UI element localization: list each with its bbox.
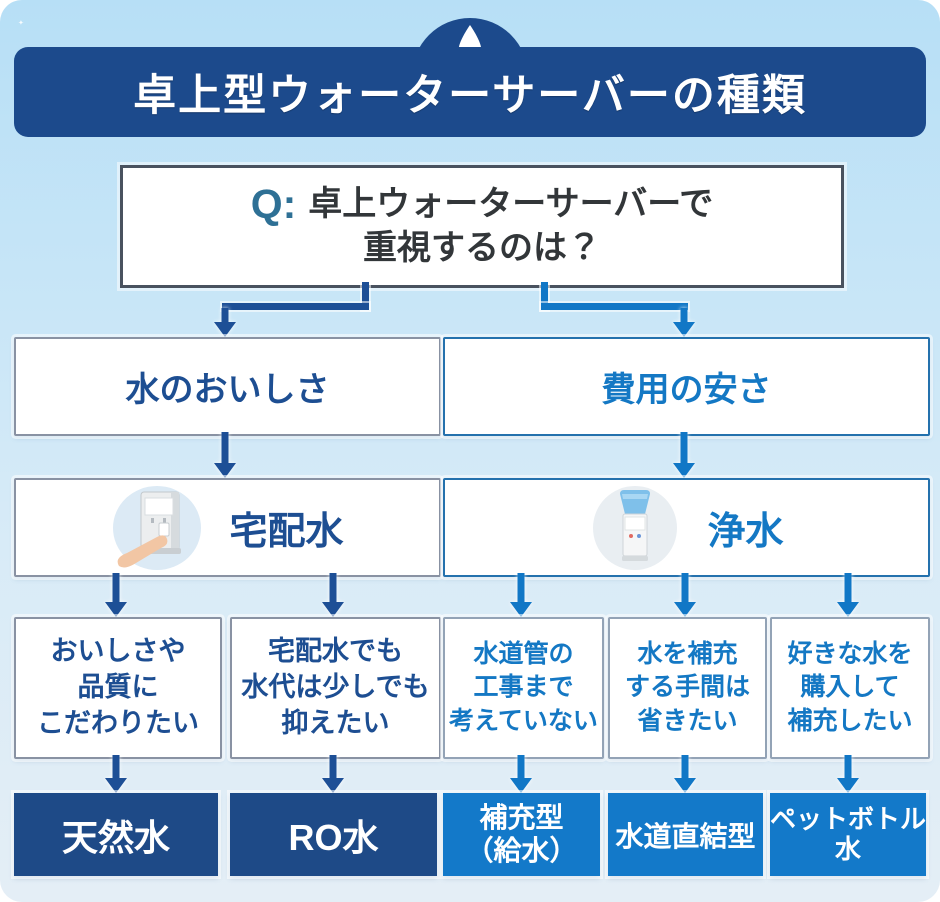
question-box: Q: 卓上ウォーターサーバーで 重視するのは？ bbox=[120, 165, 844, 288]
connector-taste-stub bbox=[362, 282, 369, 310]
arrow-cost-to-purified bbox=[673, 432, 695, 478]
arrow-to-reason-quality bbox=[105, 573, 127, 617]
connector-cost-stub bbox=[541, 282, 548, 310]
result-natural-water: 天然水 bbox=[14, 793, 218, 876]
sparkle-decoration: ✦ bbox=[18, 20, 24, 27]
arrow-to-reason-no-plumbing bbox=[510, 573, 532, 617]
arrow-to-ro-water bbox=[322, 755, 344, 793]
connector-cost-elbow bbox=[541, 303, 688, 310]
arrow-to-refill-type bbox=[510, 755, 532, 793]
question-line2: 重視するのは？ bbox=[363, 228, 601, 267]
arrow-to-direct-connection bbox=[674, 755, 696, 793]
result-ro-water: RO水 bbox=[230, 793, 437, 876]
arrow-to-natural-water bbox=[105, 755, 127, 793]
arrow-to-pet-bottle bbox=[837, 755, 859, 793]
node-delivered-water: 宅配水 bbox=[14, 478, 441, 577]
reason-cheaper-box: 宅配水でも 水代は少しでも 抑えたい bbox=[230, 617, 441, 759]
arrow-to-reason-cheaper bbox=[322, 573, 344, 617]
node-purified-water: 浄水 bbox=[443, 478, 930, 577]
connector-taste-elbow bbox=[222, 303, 369, 310]
result-refill-type: 補充型 （給水） bbox=[443, 793, 600, 876]
reason-no-refill-box: 水を補充 する手間は 省きたい bbox=[608, 617, 767, 759]
question-q-label: Q: bbox=[250, 181, 297, 228]
reason-favorite-box: 好きな水を 購入して 補充したい bbox=[770, 617, 930, 759]
arrow-to-taste bbox=[214, 308, 236, 337]
node-water-taste: 水のおいしさ bbox=[14, 337, 441, 436]
reason-quality-box: おいしさや 品質に こだわりたい bbox=[14, 617, 222, 759]
reason-no-plumbing-box: 水道管の 工事まで 考えていない bbox=[443, 617, 604, 759]
result-direct-connection: 水道直結型 bbox=[608, 793, 763, 876]
page-title: 卓上型ウォーターサーバーの種類 bbox=[133, 71, 807, 121]
result-pet-bottle: ペットボトル 水 bbox=[770, 793, 926, 876]
arrow-to-reason-favorite bbox=[837, 573, 859, 617]
arrow-to-cost bbox=[673, 308, 695, 337]
question-line1: Q: 卓上ウォーターサーバーで bbox=[250, 181, 714, 228]
node-low-cost: 費用の安さ bbox=[443, 337, 930, 436]
bottle-top-purifier-icon bbox=[593, 485, 678, 570]
arrow-to-reason-no-refill bbox=[674, 573, 696, 617]
header-banner: 卓上型ウォーターサーバーの種類 bbox=[14, 47, 926, 137]
arrow-taste-to-delivered bbox=[214, 432, 236, 478]
tabletop-bottled-server-icon bbox=[113, 485, 202, 570]
